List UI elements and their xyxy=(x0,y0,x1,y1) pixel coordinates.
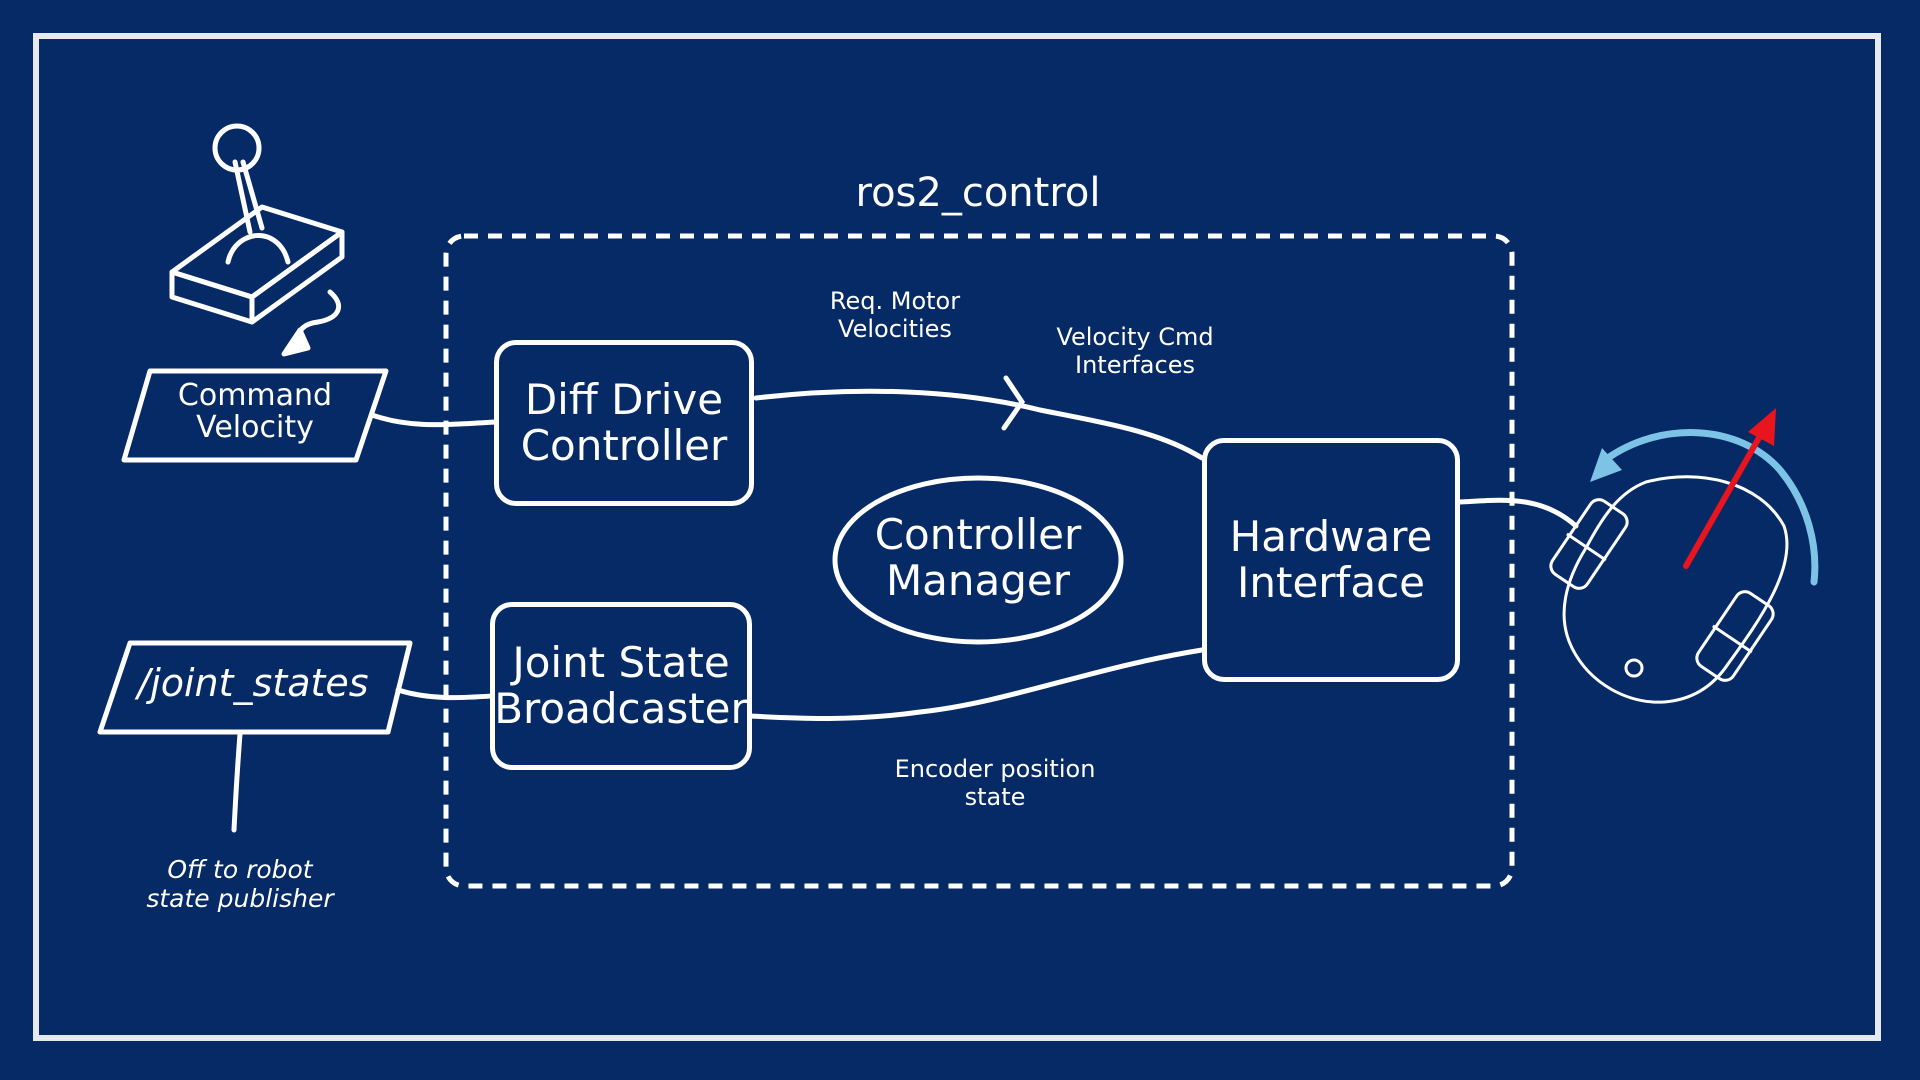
joint-states-label: /joint_states xyxy=(137,661,369,705)
joint-state-broadcaster-box: Joint State Broadcaster xyxy=(490,602,752,770)
arrow-head xyxy=(1001,375,1026,431)
joint-state-broadcaster-label: Joint State Broadcaster xyxy=(494,637,748,733)
edge-broadcaster-to-jointstates xyxy=(395,687,495,701)
controller-manager-shape xyxy=(832,475,1124,645)
diagram-title: ros2_control xyxy=(855,170,1101,216)
controller-manager-label: Controller Manager xyxy=(874,510,1082,606)
edge-hardware-to-robot xyxy=(1457,497,1579,529)
ros2-control-boundary xyxy=(443,233,1515,889)
joystick-icon xyxy=(169,123,345,357)
command-velocity-shape xyxy=(121,368,389,463)
outer-frame xyxy=(33,33,1881,1041)
diff-drive-controller-box: Diff Drive Controller xyxy=(494,340,754,506)
req-motor-velocities-label: Req. Motor Velocities xyxy=(829,287,961,343)
command-velocity-label: Command Velocity xyxy=(177,378,333,445)
edge-jointstates-down xyxy=(231,731,243,833)
velocity-cmd-interfaces-label: Velocity Cmd Interfaces xyxy=(1056,323,1214,379)
joint-states-shape xyxy=(97,640,413,735)
encoder-position-state-label: Encoder position state xyxy=(894,755,1096,811)
off-to-robot-label: Off to robot state publisher xyxy=(146,855,334,913)
diff-drive-controller-label: Diff Drive Controller xyxy=(520,374,728,470)
hardware-interface-box: Hardware Interface xyxy=(1202,438,1460,682)
hardware-interface-label: Hardware Interface xyxy=(1229,511,1433,607)
edge-diffdrive-to-hardware xyxy=(753,388,1205,461)
edge-hardware-to-broadcaster xyxy=(747,647,1205,721)
edge-cmdvel-to-diffdrive xyxy=(369,412,499,428)
robot-wheel-icon xyxy=(1549,408,1819,704)
